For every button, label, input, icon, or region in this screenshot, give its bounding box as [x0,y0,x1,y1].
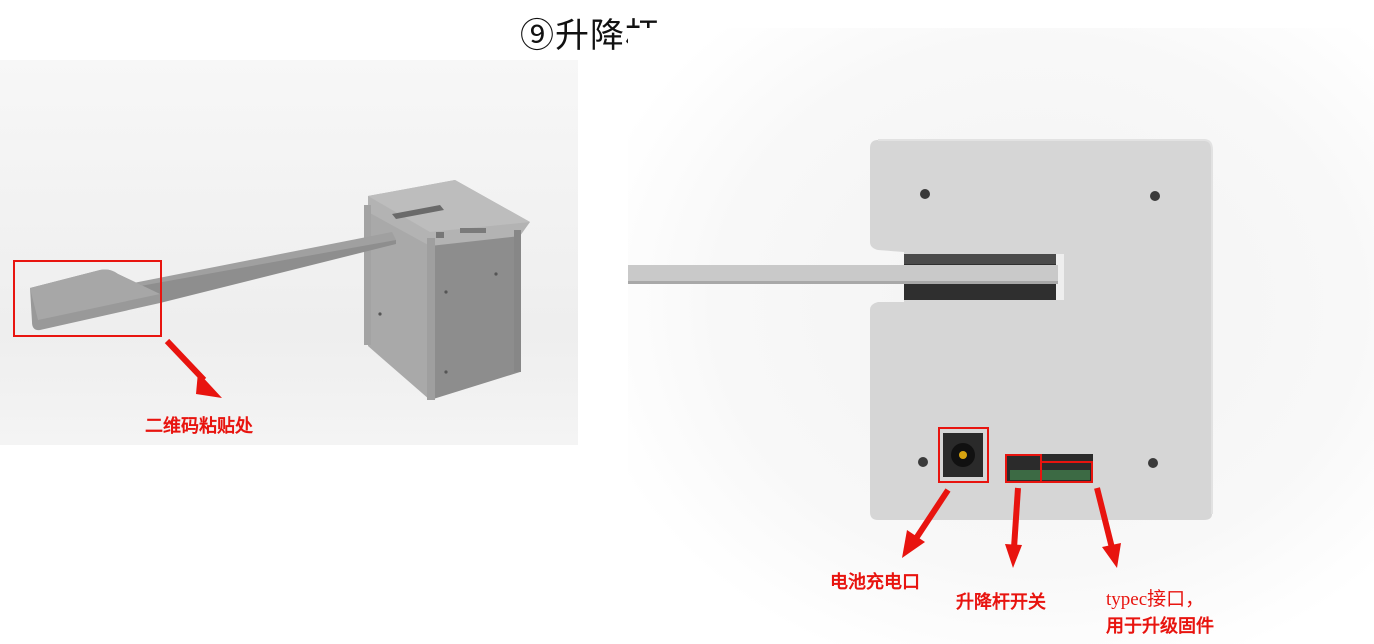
battery-port-highlight [938,427,989,483]
typec-port-label-line2: 用于升级固件 [1106,616,1214,637]
typec-port-arrow [1094,487,1121,568]
lift-switch-label: 升降杆开关 [956,592,1046,613]
qr-sticker-label: 二维码粘贴处 [145,416,253,437]
battery-port-arrow [902,488,951,558]
lift-rod-device-top-view [628,139,1213,520]
typec-port-highlight [1040,461,1093,483]
battery-port-label: 电池充电口 [830,572,920,593]
qr-sticker-arrow [164,338,222,398]
typec-port-label-line1: typec接口， [1106,589,1205,610]
qr-sticker-highlight [13,260,162,337]
lift-rod-device-3d [30,180,530,400]
lift-switch-arrow [1005,487,1022,568]
